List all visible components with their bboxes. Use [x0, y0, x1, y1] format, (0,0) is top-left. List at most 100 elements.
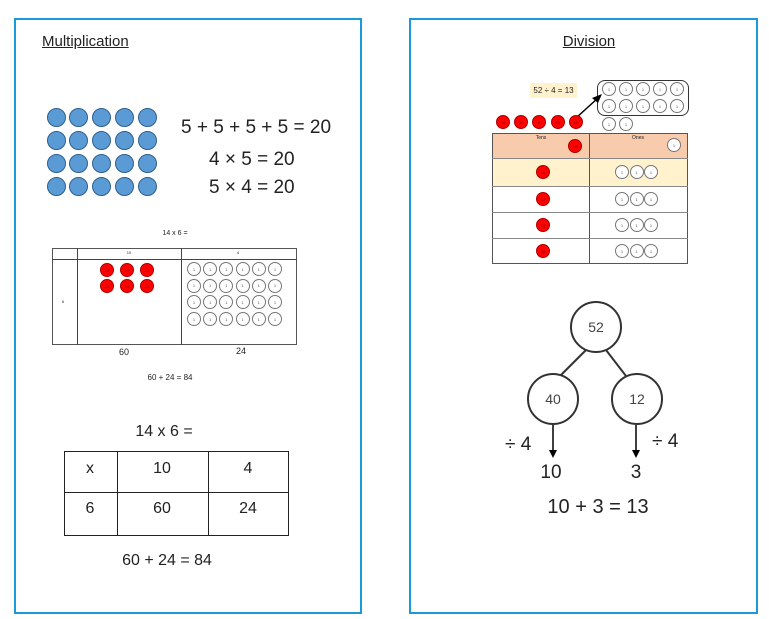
blue-counter [92, 176, 112, 196]
blue-counter [137, 107, 157, 127]
division-title: Division [562, 33, 616, 50]
small-sum: 60 + 24 = 84 [147, 373, 193, 382]
grid-sum: 60 + 24 = 84 [122, 552, 212, 569]
grid-cell: 6 [85, 500, 95, 517]
tens-counter: 10 [536, 165, 550, 179]
blue-counter [69, 153, 89, 173]
grid-cell: x [86, 460, 94, 477]
ones-counter: 1 [619, 99, 633, 113]
grid-cell: 4 [243, 460, 253, 477]
blue-counter [114, 153, 134, 173]
grid-cell: 10 [153, 460, 171, 477]
tens-counter: 10 [514, 115, 529, 129]
ones-counter: 1 [268, 278, 282, 293]
blue-counter [69, 130, 89, 150]
ones-counter: 1 [187, 295, 201, 310]
ones-counter: 1 [636, 82, 650, 96]
blue-counter [114, 130, 134, 150]
tens-counter: 10 [532, 115, 547, 129]
ones-counter: 1 [187, 278, 201, 293]
tens-counter: 10 [120, 263, 134, 277]
tens-counter: 10 [120, 279, 134, 293]
ones-counter: 1 [670, 82, 684, 96]
tens-counter: 10 [100, 279, 114, 293]
area-model-table [52, 248, 297, 345]
ones-counter: 1 [203, 278, 218, 293]
row-header: 6 [62, 299, 65, 304]
tree-root-node: 52 [570, 301, 622, 353]
ones-counter: 1 [203, 312, 218, 327]
subtotal-tens: 60 [118, 347, 130, 357]
ones-counter: 1 [615, 218, 629, 232]
ones-header: Ones [632, 135, 644, 141]
blue-counter [69, 176, 89, 196]
partition-tree-lines [549, 349, 640, 458]
ones-counter: 1 [219, 278, 234, 293]
ones-counter: 1 [636, 99, 650, 113]
ones-counter: 1 [602, 99, 616, 113]
right-result: 3 [630, 462, 642, 483]
ones-counter: 1 [251, 262, 266, 276]
multiplication-equation: 4 × 5 = 20 [209, 149, 295, 170]
grid-prompt: 14 x 6 = [135, 423, 193, 440]
ones-counter: 1 [670, 99, 684, 113]
division-equation: 52 ÷ 4 = 13 [530, 83, 577, 98]
ones-counter: 1 [653, 99, 667, 113]
division-sum: 10 + 3 = 13 [547, 496, 649, 518]
arrow-icon [575, 94, 602, 119]
ones-counter: 1 [203, 295, 218, 310]
blue-counter [137, 130, 157, 150]
ones-counter: 1 [235, 278, 250, 293]
multiplication-title: Multiplication [42, 33, 129, 50]
tens-counter: 10 [568, 139, 582, 153]
ones-counter: 1 [268, 312, 282, 327]
ones-counter: 1 [667, 138, 681, 152]
left-operation: ÷ 4 [505, 434, 532, 455]
blue-counter [46, 153, 66, 173]
blue-counter [46, 130, 66, 150]
ones-counter: 1 [268, 262, 282, 276]
ones-counter: 1 [219, 312, 234, 327]
ones-counter: 1 [615, 165, 629, 179]
place-value-header [492, 133, 688, 158]
tens-counter: 10 [496, 115, 510, 129]
ones-counter: 1 [629, 165, 644, 179]
ones-counter: 1 [602, 82, 616, 96]
ones-counter: 1 [644, 218, 658, 232]
subtotal-ones: 24 [235, 346, 247, 356]
ones-counter: 1 [251, 278, 266, 293]
ones-counter: 1 [219, 262, 234, 276]
ones-counter: 1 [615, 244, 629, 258]
multiplication-equation: 5 × 4 = 20 [209, 177, 295, 198]
right-operation: ÷ 4 [652, 431, 679, 452]
multiplication-panel [14, 18, 362, 614]
tens-counter: 10 [140, 263, 154, 277]
ones-counter: 1 [203, 262, 218, 276]
blue-counter [69, 107, 89, 127]
division-panel [409, 18, 758, 614]
blue-counter [92, 107, 112, 127]
col-header: 10 [126, 250, 132, 255]
ones-counter: 1 [235, 262, 250, 276]
tens-header: Tens [535, 135, 547, 141]
tree-right-node: 12 [611, 373, 663, 425]
ones-counter: 1 [235, 295, 250, 310]
tens-counter: 10 [550, 115, 565, 129]
tens-counter: 10 [536, 218, 550, 232]
ones-counter: 1 [615, 192, 629, 206]
blue-counter [137, 153, 157, 173]
repeated-addition-equation: 5 + 5 + 5 + 5 = 20 [181, 117, 332, 138]
col-header: 4 [236, 250, 240, 255]
ones-counter: 1 [629, 244, 644, 258]
ones-counter: 1 [602, 117, 616, 131]
ones-counter: 1 [187, 312, 201, 327]
ones-counter: 1 [251, 295, 266, 310]
grid-cell: 24 [239, 500, 257, 517]
ones-counter: 1 [644, 244, 658, 258]
blue-counter [92, 153, 112, 173]
small-diagram-prompt: 14 x 6 = [162, 230, 188, 237]
blue-counter [46, 176, 66, 196]
ones-counter: 1 [629, 192, 644, 206]
ones-counter: 1 [235, 312, 250, 327]
ones-counter: 1 [219, 295, 234, 310]
